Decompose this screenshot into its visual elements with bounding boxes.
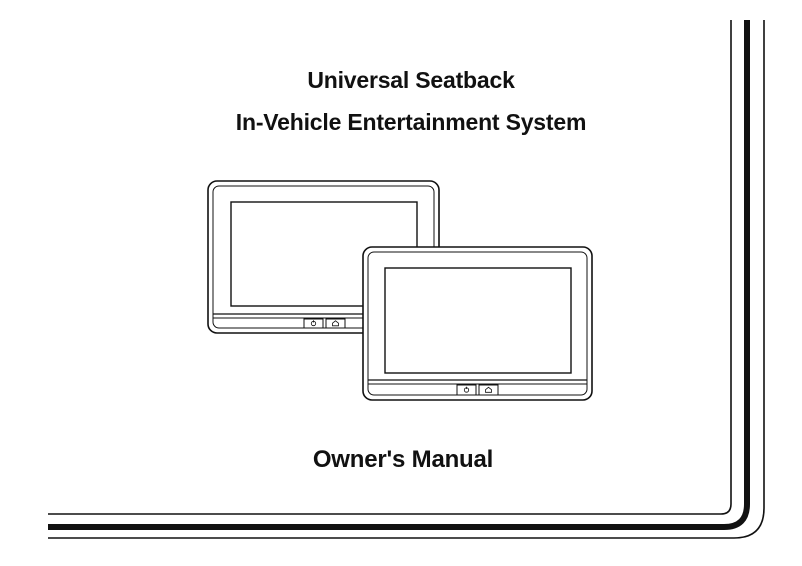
title-line-2: In-Vehicle Entertainment System (235, 109, 587, 135)
owners-manual-label: Owner's Manual (312, 446, 494, 473)
title-line-1: Universal Seatback (307, 67, 515, 93)
front-monitor (362, 246, 593, 401)
front-power-icon (463, 386, 470, 393)
back-power-icon (310, 320, 317, 327)
front-home-icon (485, 386, 492, 393)
back-home-icon (332, 320, 339, 327)
